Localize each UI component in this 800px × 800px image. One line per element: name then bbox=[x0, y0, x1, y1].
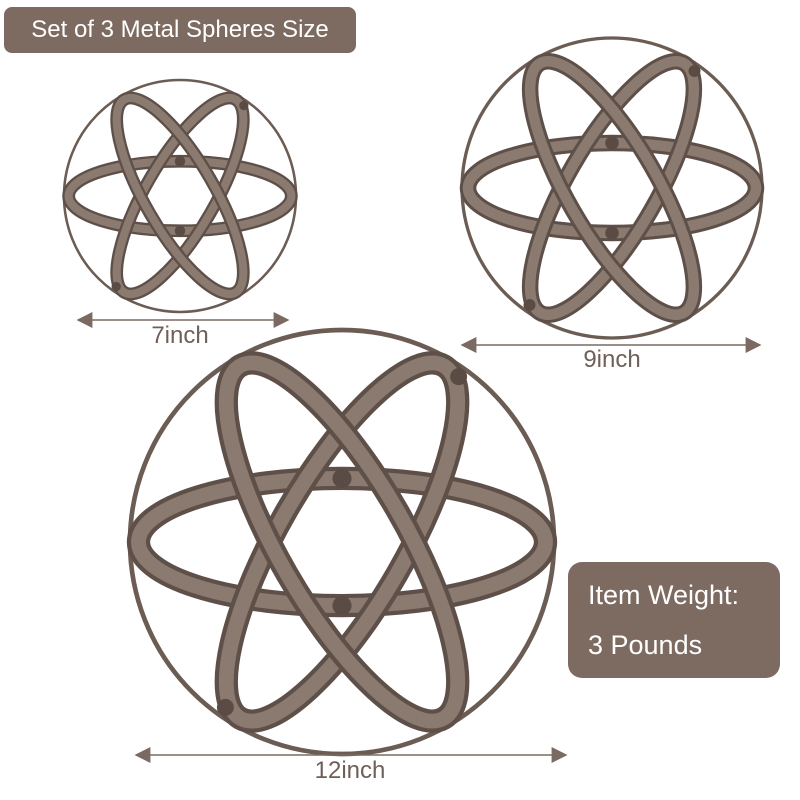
small-size-label: 7inch bbox=[151, 322, 209, 349]
title-badge: Set of 3 Metal Spheres Size bbox=[4, 7, 356, 53]
weight-badge: Item Weight: 3 Pounds bbox=[568, 562, 780, 678]
large-size-label: 12inch bbox=[314, 757, 386, 784]
weight-label: Item Weight: bbox=[588, 580, 740, 610]
weight-value: 3 Pounds bbox=[588, 630, 703, 660]
medium-size-label: 9inch bbox=[583, 346, 641, 373]
title-text: Set of 3 Metal Spheres Size bbox=[31, 16, 329, 43]
large-sphere-image bbox=[130, 330, 554, 754]
small-sphere-image bbox=[64, 80, 296, 312]
medium-sphere-image bbox=[462, 38, 762, 338]
